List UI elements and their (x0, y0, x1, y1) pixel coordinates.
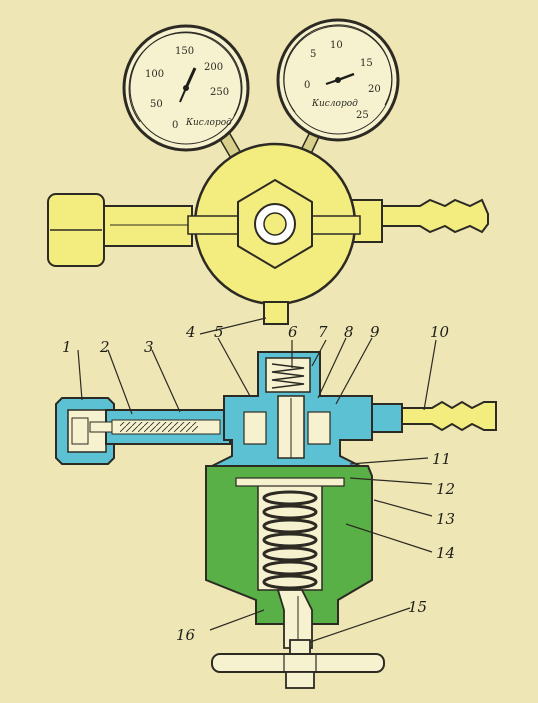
outlet-fitting-external (347, 198, 489, 243)
scale-label: 0 (172, 120, 178, 131)
scale-label: 0 (304, 80, 310, 91)
callouts (77, 317, 437, 643)
gauge-unit-label: Кислород (311, 99, 358, 109)
inlet-nut-external (47, 193, 193, 267)
callout-7: 7 (318, 323, 328, 341)
callout-numbers: 1 2 3 4 5 6 7 8 9 10 11 12 13 14 15 16 (62, 323, 455, 644)
filter (120, 422, 198, 432)
scale-label: 25 (356, 110, 369, 121)
scale-label: 15 (360, 58, 373, 69)
gauge-needle (184, 67, 197, 89)
upper-body-section (211, 351, 497, 467)
valve-spring (271, 363, 305, 389)
scale-label: 5 (310, 49, 316, 60)
external-view: 0 50 100 150 200 250 Кислород 0 5 10 15 … (47, 18, 489, 325)
inlet-fitting-section (89, 409, 231, 445)
adjusting-screw (211, 589, 385, 689)
t-handle (211, 653, 385, 673)
spring-housing-section (205, 465, 373, 625)
callout-1: 1 (62, 338, 72, 356)
callout-14: 14 (436, 544, 455, 562)
callout-5: 5 (214, 323, 224, 341)
callout-6: 6 (288, 323, 298, 341)
callout-3: 3 (144, 338, 154, 356)
callout-15: 15 (408, 598, 427, 616)
callout-10: 10 (430, 323, 450, 341)
callout-13: 13 (436, 510, 455, 528)
gauge-unit-label: Кислород (185, 118, 232, 128)
callout-11: 11 (432, 450, 451, 468)
callout-16: 16 (176, 626, 196, 644)
scale-label: 10 (330, 40, 343, 51)
low-pressure-gauge: 0 5 10 15 20 25 Кислород (276, 18, 400, 142)
callout-9: 9 (370, 323, 380, 341)
scale-label: 50 (150, 99, 163, 110)
scale-label: 100 (145, 69, 164, 80)
scale-label: 20 (368, 84, 381, 95)
outlet-nipple (401, 400, 497, 432)
scale-label: 250 (210, 87, 229, 98)
callout-12: 12 (436, 480, 455, 498)
scale-label: 200 (204, 62, 223, 73)
high-pressure-gauge: 0 50 100 150 200 250 Кислород (122, 24, 250, 152)
scale-label: 150 (175, 46, 194, 57)
section-view (55, 351, 497, 689)
main-spring (262, 490, 318, 590)
callout-2: 2 (99, 338, 110, 356)
callout-8: 8 (344, 323, 354, 341)
callout-4: 4 (185, 323, 196, 341)
